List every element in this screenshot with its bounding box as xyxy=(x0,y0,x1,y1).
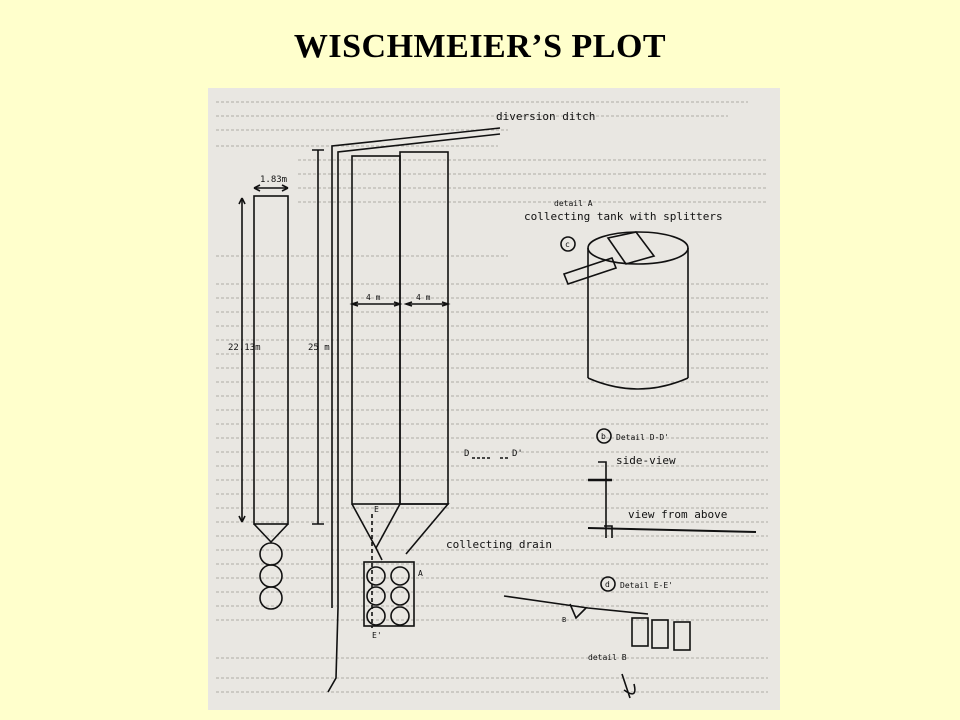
section-d-left: D xyxy=(464,449,469,459)
splitter-box xyxy=(606,231,656,265)
detail-e-label: Detail E-E' xyxy=(620,581,673,590)
detail-d-label: Detail D-D' xyxy=(616,433,669,442)
tank-label-a: A xyxy=(418,569,423,578)
splitter-chute xyxy=(562,257,618,285)
diversion-ditch-line xyxy=(331,127,501,608)
collecting-tank-label: collecting tank with splitters xyxy=(524,210,723,223)
slide-title: WISCHMEIER’S PLOT xyxy=(293,28,667,65)
detail-d-section xyxy=(587,428,757,538)
scanned-diagram: 1.83m 22.13m diversion ditch 25 m 4 m 4 … xyxy=(208,88,780,710)
width-label-small: 1.83m xyxy=(260,175,287,185)
small-plot-funnel xyxy=(253,523,289,544)
view-from-above-label: view from above xyxy=(628,508,727,521)
length-label-large: 25 m xyxy=(308,343,330,353)
side-view-label: side-view xyxy=(616,454,676,467)
section-e-top: E xyxy=(374,505,379,514)
small-plot-strip xyxy=(253,195,289,525)
detail-b-label: detail B xyxy=(588,653,627,662)
small-plot xyxy=(238,184,289,610)
large-plot-funnel xyxy=(351,503,450,555)
background-text xyxy=(208,88,780,710)
width-label-left: 4 m xyxy=(366,293,381,302)
small-tank-3 xyxy=(259,586,283,610)
marker-d: d xyxy=(605,580,610,589)
detail-a-tank xyxy=(560,231,689,390)
diversion-ditch-label: diversion ditch xyxy=(496,110,595,123)
marker-b: b xyxy=(601,432,606,441)
width-label-right: 4 m xyxy=(416,293,431,302)
marker-c: c xyxy=(565,240,570,249)
drain-outlet xyxy=(327,607,339,693)
detail-e-section xyxy=(503,576,691,699)
detail-a-label: detail A xyxy=(554,199,593,208)
large-plot xyxy=(312,127,508,693)
tank-group xyxy=(363,561,415,627)
collecting-drain-label: collecting drain xyxy=(446,538,552,551)
section-d-right: D' xyxy=(512,449,523,459)
section-e-bottom: E' xyxy=(372,631,382,640)
marker-b-small: B xyxy=(562,616,566,624)
length-label-small: 22.13m xyxy=(228,343,261,353)
plot-diagram: 1.83m 22.13m diversion ditch 25 m 4 m 4 … xyxy=(208,88,780,710)
